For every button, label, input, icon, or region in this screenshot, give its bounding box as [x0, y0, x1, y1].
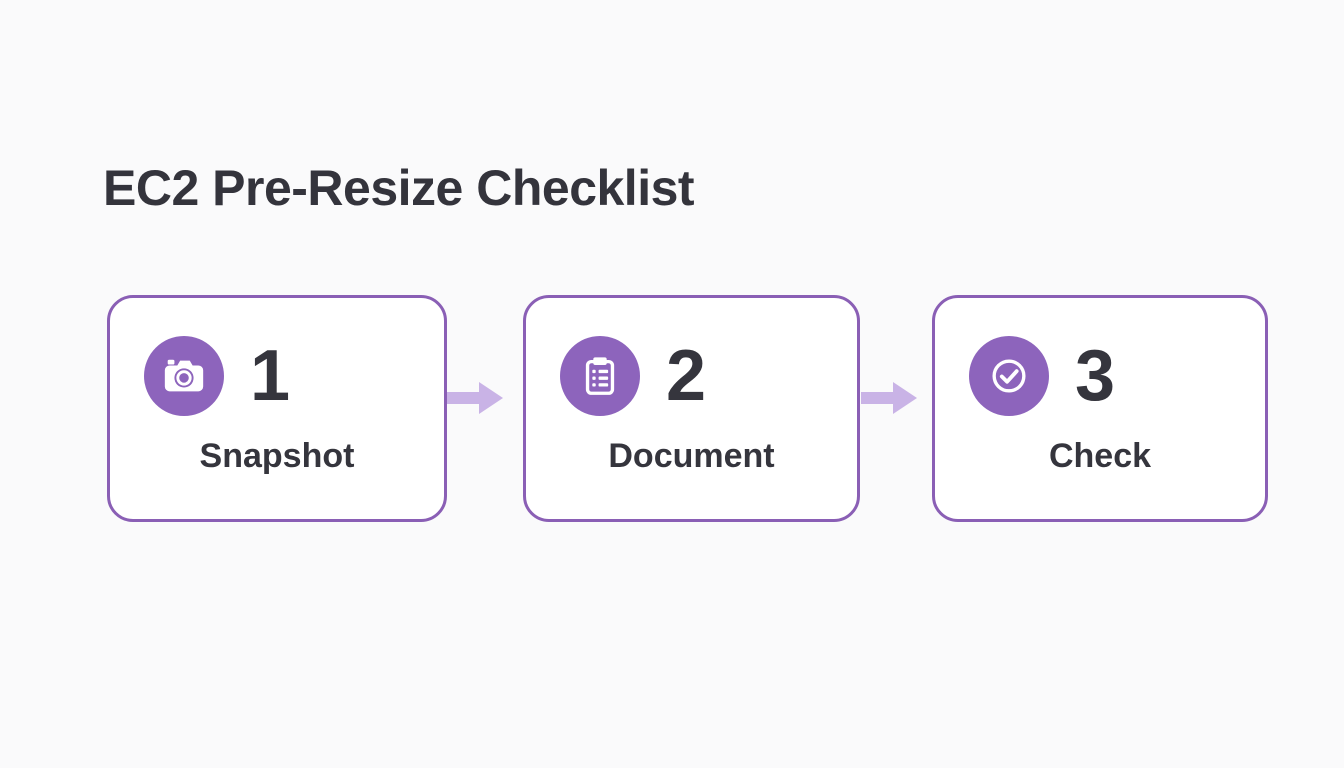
step-2-header: 2	[560, 336, 706, 416]
step-3-number: 3	[1075, 336, 1116, 416]
step-1-label: Snapshot	[199, 437, 355, 475]
step-1-header: 1	[144, 336, 290, 416]
step-1-number: 1	[250, 336, 291, 416]
step-card-document: 2 Document	[523, 295, 860, 522]
page-title: EC2 Pre-Resize Checklist	[103, 160, 695, 216]
step-3-header: 3	[969, 336, 1115, 416]
step-card-check: 3 Check	[932, 295, 1268, 522]
arrow-right-icon	[861, 380, 919, 416]
step-2-number: 2	[666, 336, 707, 416]
step-card-snapshot: 1 Snapshot	[107, 295, 447, 522]
step-2-label: Document	[608, 437, 775, 475]
clipboard-checklist-icon	[577, 353, 623, 399]
step-3-label: Check	[1048, 437, 1152, 475]
camera-icon	[161, 353, 207, 399]
clipboard-icon-badge	[560, 336, 640, 416]
check-circle-icon	[986, 353, 1032, 399]
arrow-right-icon	[447, 380, 505, 416]
camera-icon-badge	[144, 336, 224, 416]
check-icon-badge	[969, 336, 1049, 416]
